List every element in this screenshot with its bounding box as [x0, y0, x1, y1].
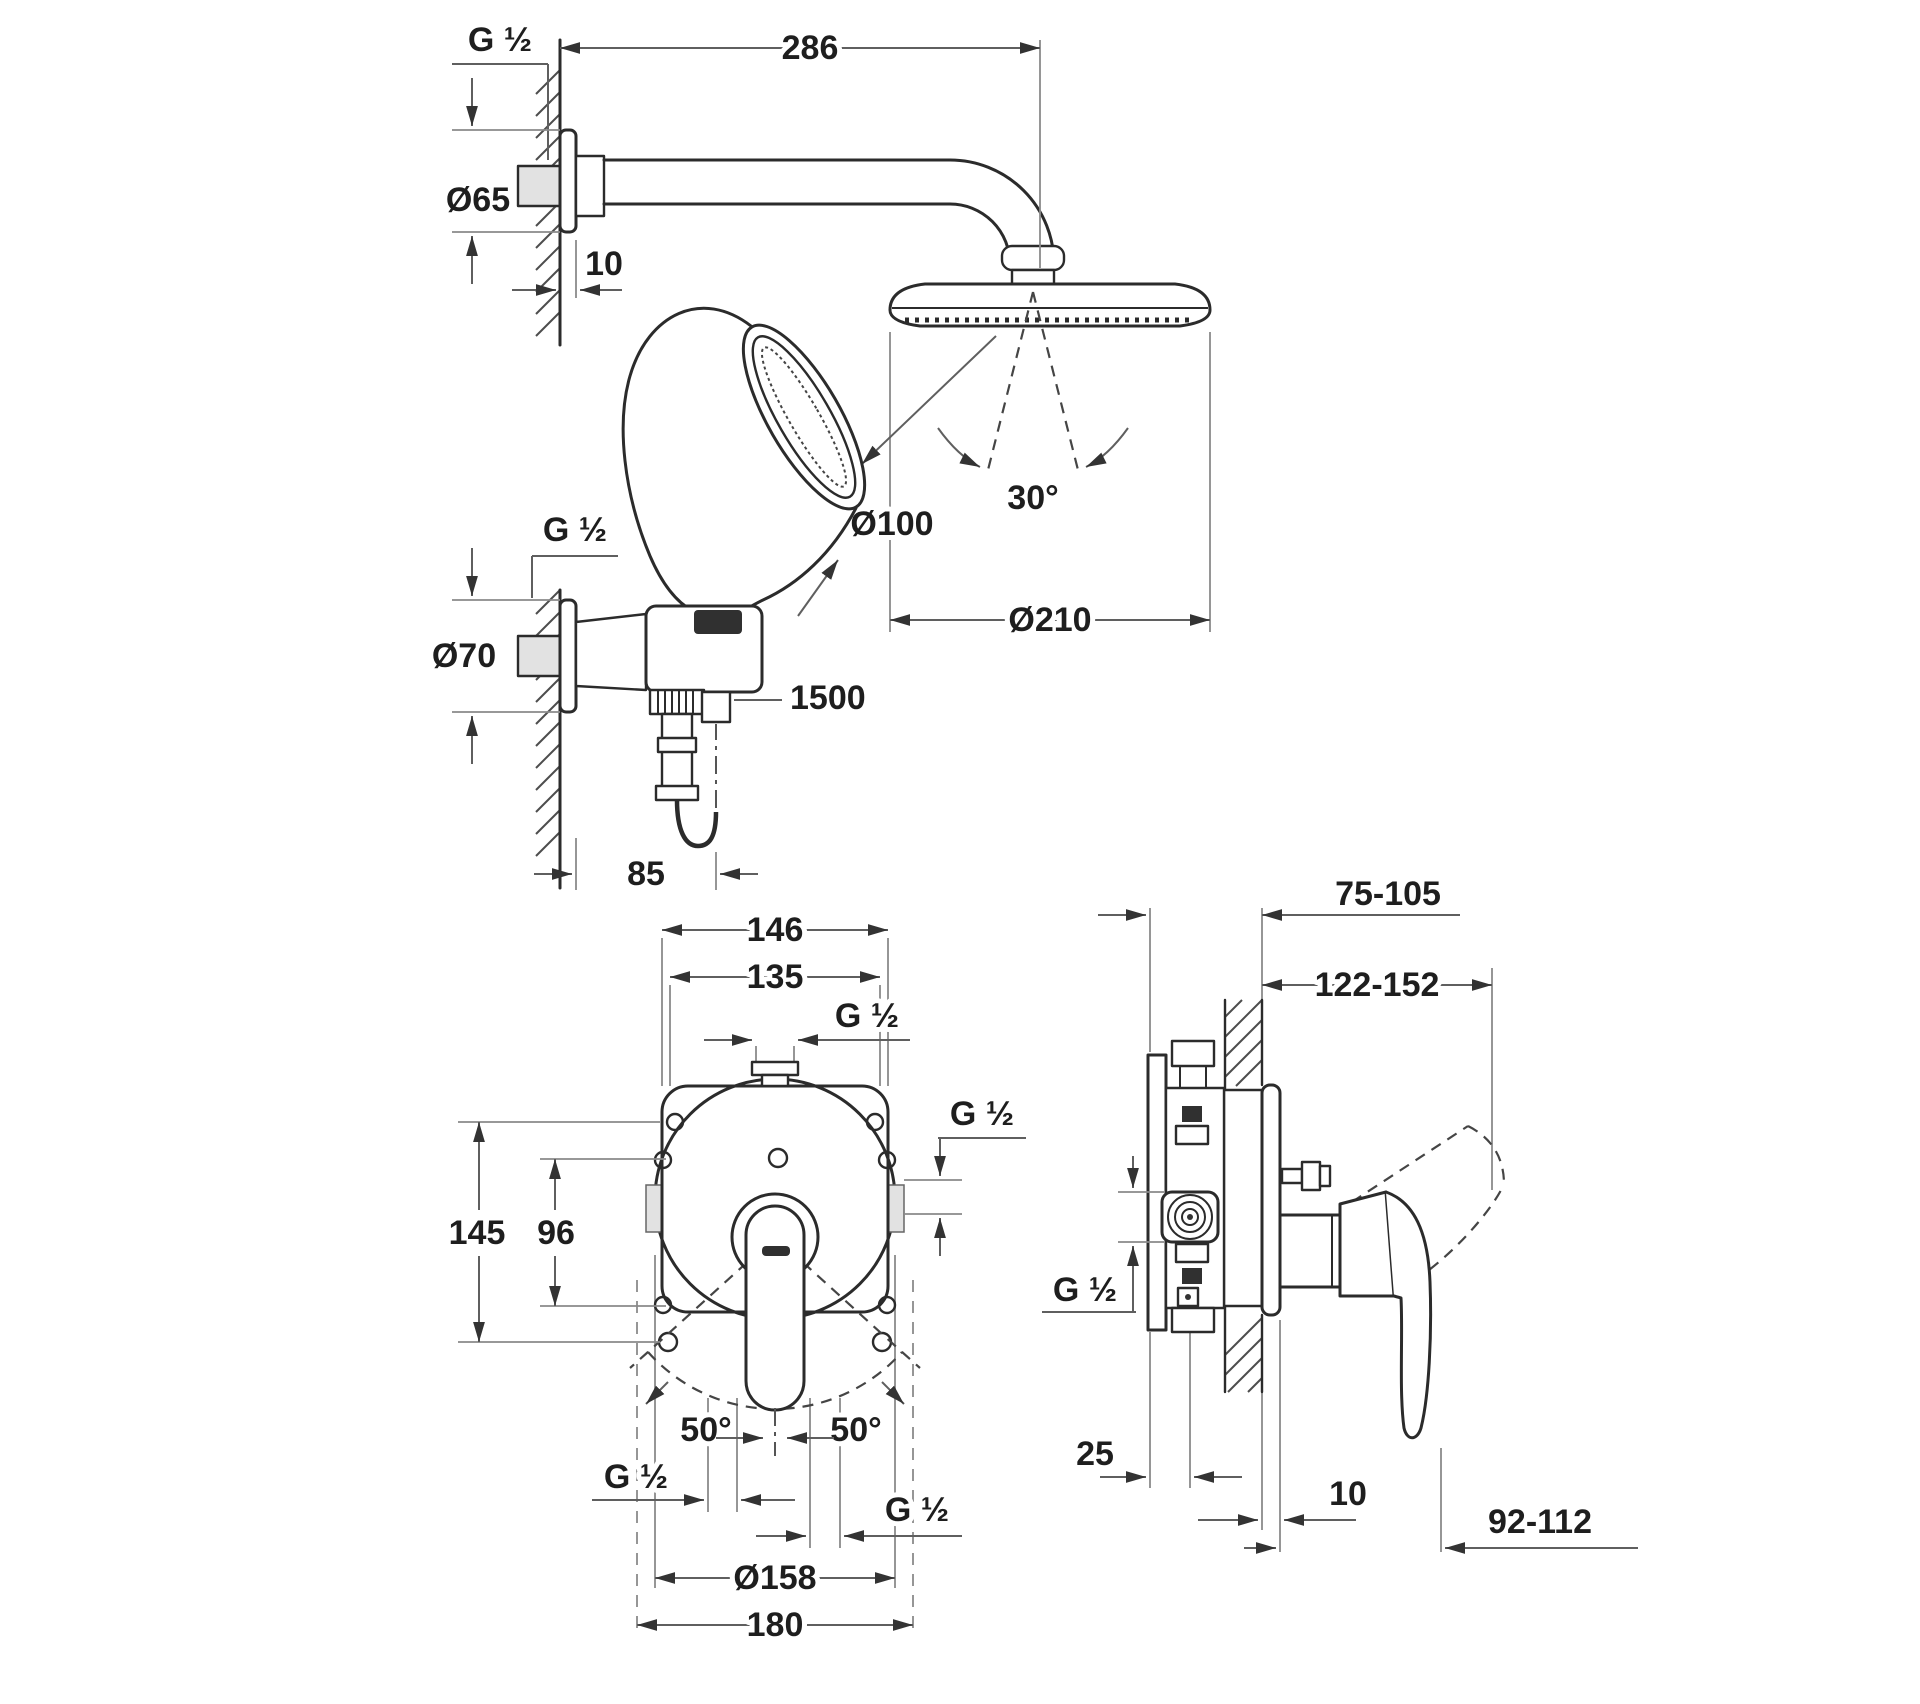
dim-85-label: 85	[627, 855, 665, 893]
dim-head-210: Ø210	[889, 332, 1211, 644]
mixer-lever	[629, 1192, 921, 1412]
dim-side-92-112: 92-112	[1244, 1498, 1638, 1554]
arm-wall-nipple	[516, 164, 562, 208]
lever-side	[1278, 1125, 1506, 1440]
arm-rosette	[558, 128, 578, 234]
wall-section-holder	[535, 588, 562, 890]
dim-210-label: Ø210	[1008, 601, 1091, 639]
lever-cone	[1338, 1190, 1396, 1298]
dim-hose-1500: 1500	[734, 674, 871, 722]
front-thread-top-label: G ½	[835, 997, 899, 1035]
escutcheon-side	[1260, 1083, 1282, 1317]
front-thread-bl-label: G ½	[604, 1458, 668, 1496]
diverter-knob	[1280, 1160, 1332, 1192]
holder-clamp	[694, 610, 742, 634]
holder-rosette	[558, 598, 578, 714]
dim-1500-label: 1500	[790, 679, 866, 717]
head-shower	[888, 282, 1212, 328]
center-screw-hole	[767, 1147, 789, 1169]
front-thread-right-label: G ½	[950, 1095, 1014, 1133]
head-shower-view: G ½ 286 Ø65 10 30°	[441, 16, 1212, 644]
dim-286-label: 286	[782, 29, 839, 67]
dim-spray-angle: 30°	[937, 291, 1129, 522]
dim-front-center	[716, 1408, 834, 1456]
dim-70-label: Ø70	[432, 637, 496, 675]
lever-blade	[1384, 1190, 1433, 1440]
shower-hose	[674, 799, 719, 849]
dim-holder-70: Ø70	[427, 548, 560, 764]
dim-10-label: 10	[585, 245, 623, 283]
dim-145-label: 145	[449, 1214, 506, 1252]
arm-socket	[574, 154, 606, 218]
dim-side-122-152: 122-152	[1262, 961, 1492, 1009]
mixer-side-view: 75-105 122-152 G ½ 25 10	[1042, 870, 1638, 1554]
side-thread-label: G ½	[1053, 1271, 1117, 1309]
wall-section-side	[1223, 998, 1264, 1394]
dim-front-thread-right: G ½	[904, 1090, 1026, 1256]
dim-holder-thread: G ½	[531, 506, 618, 598]
lever-handle	[744, 1204, 806, 1412]
front-thread-br-label: G ½	[885, 1491, 949, 1529]
dim-front-145: 145	[444, 1121, 660, 1343]
mixer-front-view: 146 135 G ½	[444, 906, 1026, 1649]
dim-front-96: 96	[532, 1158, 666, 1307]
dim-front-158: Ø158	[655, 1554, 895, 1602]
dim-65-label: Ø65	[446, 181, 510, 219]
dim-158-label: Ø158	[733, 1559, 816, 1597]
holder-wall-nipple	[516, 634, 562, 678]
shower-holder	[516, 598, 764, 849]
ball-collar	[1010, 268, 1056, 286]
dim-180-label: 180	[747, 1606, 804, 1644]
dim-146-label: 146	[747, 911, 804, 949]
dim-25-label: 25	[1076, 1435, 1114, 1473]
escutcheon-tab-left	[645, 1184, 663, 1233]
dim-projection-286: 286	[560, 24, 1041, 268]
dim-arm-thread: G ½	[452, 16, 549, 160]
dim-front-thread-bl: G ½	[592, 1453, 795, 1506]
dim-side-75-105: 75-105	[1098, 870, 1460, 921]
top-connection	[1170, 1039, 1216, 1068]
dim-135-label: 135	[747, 958, 804, 996]
dim-wall-10: 10	[512, 240, 628, 298]
dim-side-10-label: 10	[1329, 1475, 1367, 1513]
top-port	[760, 1073, 790, 1088]
dim-front-thread-br: G ½	[756, 1486, 962, 1542]
dim-100-label: Ø100	[850, 505, 933, 543]
holder-outlet	[700, 690, 732, 724]
dim-front-thread-top: G ½	[704, 992, 910, 1046]
dim-flange-65: Ø65	[441, 78, 560, 284]
dim-side-thread: G ½	[1042, 1156, 1164, 1314]
dim-50-right-label: 50°	[830, 1411, 881, 1449]
lever-stem-housing	[1278, 1213, 1342, 1289]
dim-92-112-label: 92-112	[1488, 1503, 1592, 1541]
dim-hand-100: Ø100	[797, 335, 997, 617]
arm-thread-label: G ½	[468, 21, 532, 59]
dim-30deg-label: 30°	[1007, 479, 1058, 517]
dim-front-180: 180	[637, 1601, 913, 1649]
dim-holder-85: 85	[534, 838, 758, 898]
dim-50-left-label: 50°	[680, 1411, 731, 1449]
dim-side-10: 10	[1198, 1470, 1372, 1526]
dim-front-146: 146	[662, 906, 888, 954]
concealed-valve-body	[1146, 1039, 1282, 1334]
dim-122-152-label: 122-152	[1315, 966, 1440, 1004]
hand-shower-view: Ø100	[427, 306, 997, 898]
escutcheon-tab-right	[887, 1184, 905, 1233]
top-port-cap	[750, 1060, 800, 1077]
dim-96-label: 96	[537, 1214, 575, 1252]
dim-75-105-label: 75-105	[1335, 875, 1441, 913]
shower-arm	[516, 128, 1066, 286]
holder-thread-label: G ½	[543, 511, 607, 549]
dim-front-135: 135	[670, 953, 880, 1001]
hand-shower-face	[741, 323, 867, 511]
bottom-connection	[1170, 1306, 1216, 1334]
ball-joint	[1000, 244, 1066, 272]
hand-shower	[621, 306, 867, 614]
dim-side-25: 25	[1071, 1430, 1242, 1483]
